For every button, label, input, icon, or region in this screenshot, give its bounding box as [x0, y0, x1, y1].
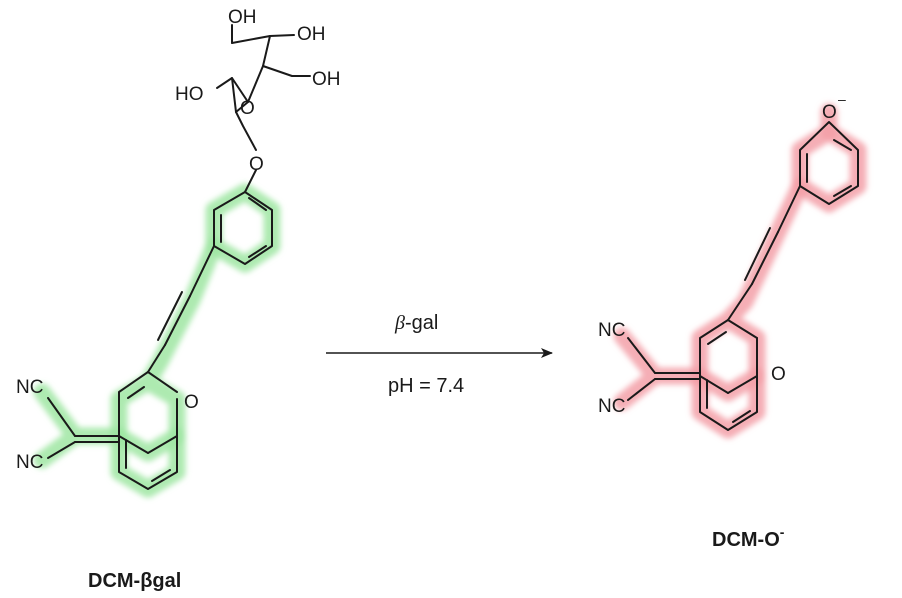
reactant-nc-bottom: NC: [16, 452, 43, 473]
product-chromene-core: [699, 319, 758, 431]
product-vinyl-linker: [727, 185, 801, 321]
reactant-vinyl-linker: [147, 245, 215, 373]
reactant-oh-top: OH: [228, 7, 257, 28]
product-phenoxide-o: O: [822, 102, 837, 123]
product-highlight: [613, 103, 867, 439]
reactant-phenyl-ring: [213, 191, 273, 265]
enzyme-label: β-gal: [394, 312, 438, 334]
reactant-molecule: OH OH OH HO O O O NC NC DCM-βgal: [16, 7, 341, 592]
reactant-glycosidic-o: O: [249, 154, 264, 175]
glycosidic-bond: [244, 169, 257, 193]
product-molecule: O – O NC NC DCM-O-: [598, 91, 867, 551]
product-phenoxide-charge: –: [838, 91, 846, 107]
reactant-chromene-core: [118, 371, 178, 490]
product-pyran-o: O: [771, 364, 786, 385]
reactant-ring-o: O: [240, 98, 255, 119]
condition-label: pH = 7.4: [388, 375, 464, 397]
reactant-name: DCM-βgal: [88, 570, 181, 592]
reactant-ho-left: HO: [175, 84, 204, 105]
reactant-oh-right: OH: [297, 24, 326, 45]
galactose-ring: [216, 24, 311, 151]
product-phenyl-ring: [799, 121, 859, 205]
reactant-oh-ch2: OH: [312, 69, 341, 90]
reactant-dicyanomethylene: [47, 397, 120, 459]
reactant-pyran-o: O: [184, 392, 199, 413]
reaction-arrow-group: β-gal pH = 7.4: [326, 312, 553, 397]
product-name: DCM-O-: [712, 524, 785, 551]
reactant-highlight: [33, 183, 281, 498]
reactant-nc-top: NC: [16, 377, 43, 398]
product-nc-bottom: NC: [598, 396, 625, 417]
product-dicyanomethylene: [627, 337, 701, 401]
product-nc-top: NC: [598, 320, 625, 341]
